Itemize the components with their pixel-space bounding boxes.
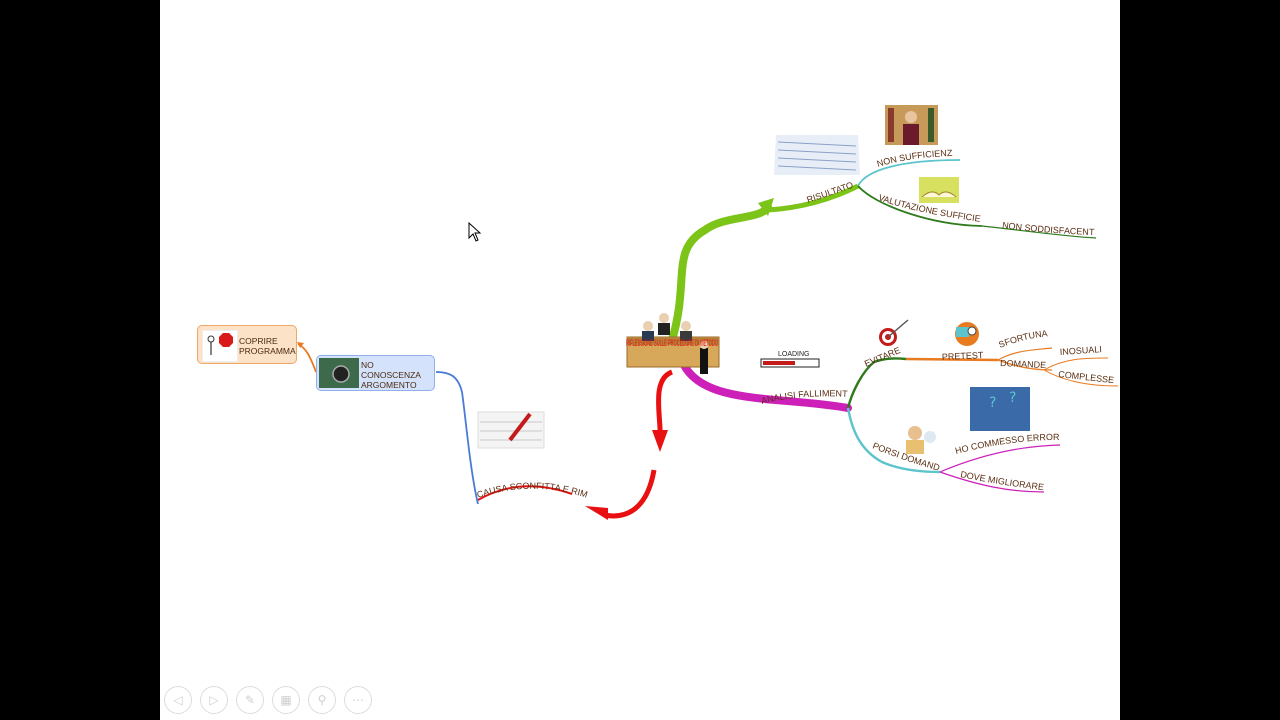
loading-widget: LOADING [760,351,820,368]
watch-thumbnail [319,358,359,388]
central-topic-label: RIFLESSIONE SULLE PROCEDURE DI METODO [626,338,718,348]
branch-causa-arrowhead-bottom [585,506,608,520]
student-library-image [885,105,938,145]
branch-analisi-connector [680,361,852,412]
node-coprire-label: COPRIRE PROGRAMMA [239,336,296,356]
svg-text:?: ? [989,395,996,411]
line-evitare [846,357,907,409]
label-complesse: COMPLESSE [1058,369,1115,385]
line-inosuali [1043,357,1109,371]
slides-icon[interactable]: ▦ [272,686,300,714]
line-dove-migliorare [939,471,1045,493]
line-valutazione-sufficiente [857,185,983,227]
slide-canvas: RIFLESSIONE SULLE PROCEDURE DI METODO LO… [160,0,1120,720]
line-sfortuna [997,347,1053,361]
label-inosuali: INOSUALI [1059,344,1102,357]
label-dove-migliorare: DOVE MIGLIORARE? [160,0,1045,492]
node-no-conoscenza-label: NO CONOSCENZA ARGOMENTO [361,360,421,390]
branch-causa-arrowhead-top [652,430,668,452]
branch-causa-label-line [477,485,573,501]
thinking-man-image [906,426,936,454]
chevron-left-icon[interactable]: ◁ [164,686,192,714]
node-no-conoscenza[interactable]: NO CONOSCENZA ARGOMENTO [316,355,435,391]
branch-risultato-connector [668,203,772,344]
line-complesse [1043,369,1119,387]
branch-causa-connector [656,369,674,441]
chevron-right-icon[interactable]: ▷ [200,686,228,714]
open-book-image [919,177,959,203]
branch-causa-line [603,469,657,519]
link-coprire [297,343,317,373]
svg-text:?: ? [1009,390,1016,406]
line-pretesti [905,357,999,362]
line-domande [997,359,1053,371]
node-coprire-programma[interactable]: COPRIRE PROGRAMMA [197,325,297,364]
target-icon [879,319,909,346]
pretesti-icon [955,322,979,346]
branch-risultato-arrowhead [758,198,774,216]
label-valutazione-sufficiente: VALUTAZIONE SUFFICIENTE [160,0,981,224]
central-topic-image [626,313,720,374]
line-non-sufficienza [857,159,961,187]
loading-label: LOADING [778,351,810,358]
more-icon[interactable]: ⋯ [344,686,372,714]
line-porsi-domande [846,407,941,474]
link-no-conoscenza [435,371,479,505]
question-hands-image: ? ? [970,387,1030,431]
presentation-toolbar: ◁ ▷ ✎ ▦ ⚲ ⋯ [164,686,372,716]
pen-icon[interactable]: ✎ [236,686,264,714]
label-evitare: EVITARE [863,345,902,369]
link-coprire-arrowhead [297,342,304,348]
label-sfortuna: SFORTUNA [997,328,1048,350]
calendar-pen-image [477,411,545,449]
line-non-soddisfacente [981,225,1097,239]
branch-risultato-line [767,183,860,213]
watch-icon [319,358,359,388]
label-domande: DOMANDE [1000,358,1046,370]
stop-sign-thumbnail [202,330,238,362]
zoom-icon[interactable]: ⚲ [308,686,336,714]
line-ho-commesso [939,444,1061,473]
stop-sign-icon [207,333,233,355]
label-ho-commesso-errori: HO COMMESSO ERRORI? [160,0,1060,456]
calendar-grid-image [774,135,860,175]
mind-map: RIFLESSIONE SULLE PROCEDURE DI METODO LO… [160,0,1119,520]
mouse-cursor-icon [468,222,482,242]
